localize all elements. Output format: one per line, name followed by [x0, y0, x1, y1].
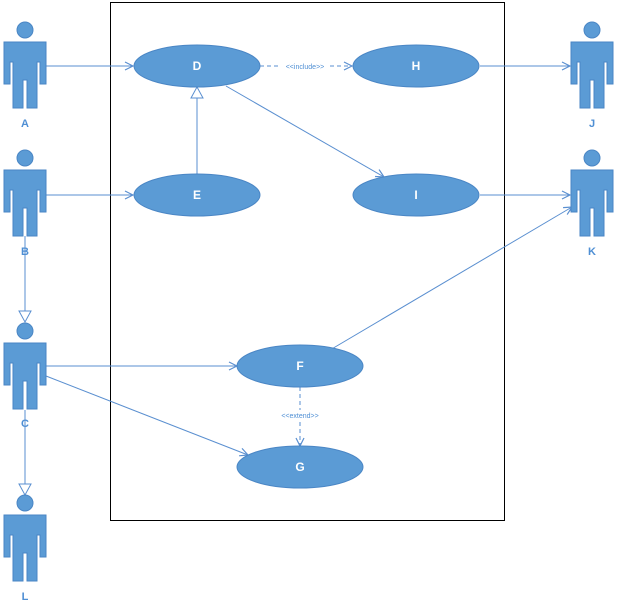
usecase-g-label: G [295, 460, 304, 474]
include-label-bg [280, 61, 330, 71]
person-icon [3, 21, 47, 109]
person-icon [570, 149, 614, 237]
actor-a-label: A [21, 118, 29, 130]
extend-label: <<extend>> [281, 413, 318, 420]
usecase-i-shape[interactable] [352, 173, 480, 217]
actor-c-label: C [21, 418, 29, 430]
extend-label-bg [277, 410, 323, 420]
usecase-f[interactable]: F [236, 344, 364, 388]
actor-c[interactable]: C [3, 322, 47, 430]
usecase-d-label: D [193, 59, 202, 73]
actor-j[interactable]: J [570, 21, 614, 130]
person-icon [3, 322, 47, 410]
usecase-i-label: I [414, 188, 417, 202]
actor-k[interactable]: K [570, 149, 614, 258]
usecase-e-shape[interactable] [133, 173, 261, 217]
actor-j-label: J [589, 118, 595, 130]
usecase-f-label: F [296, 359, 303, 373]
usecase-d[interactable]: D [133, 44, 261, 88]
usecase-g[interactable]: G [236, 445, 364, 489]
actor-l[interactable]: L [3, 494, 47, 603]
association-c-g [45, 375, 248, 455]
actor-a[interactable]: A [3, 21, 47, 130]
usecase-e[interactable]: E [133, 173, 261, 217]
usecase-g-shape[interactable] [236, 445, 364, 489]
association-d-i [225, 85, 384, 177]
system-boundary [110, 2, 505, 521]
include-label: <<include>> [286, 64, 325, 71]
person-icon [3, 149, 47, 237]
actor-l-label: L [22, 591, 29, 603]
actor-b-label: B [21, 246, 29, 258]
usecase-f-shape[interactable] [236, 344, 364, 388]
usecase-d-shape[interactable] [133, 44, 261, 88]
usecase-i[interactable]: I [352, 173, 480, 217]
connectors [18, 66, 572, 497]
person-icon [570, 21, 614, 109]
person-icon [3, 494, 47, 582]
actor-b[interactable]: B [3, 149, 47, 258]
usecase-e-label: E [193, 188, 201, 202]
usecase-h-shape[interactable] [352, 44, 480, 88]
association-f-k [329, 207, 572, 351]
usecase-h-label: H [412, 59, 421, 73]
usecase-h[interactable]: H [352, 44, 480, 88]
actor-k-label: K [588, 246, 596, 258]
